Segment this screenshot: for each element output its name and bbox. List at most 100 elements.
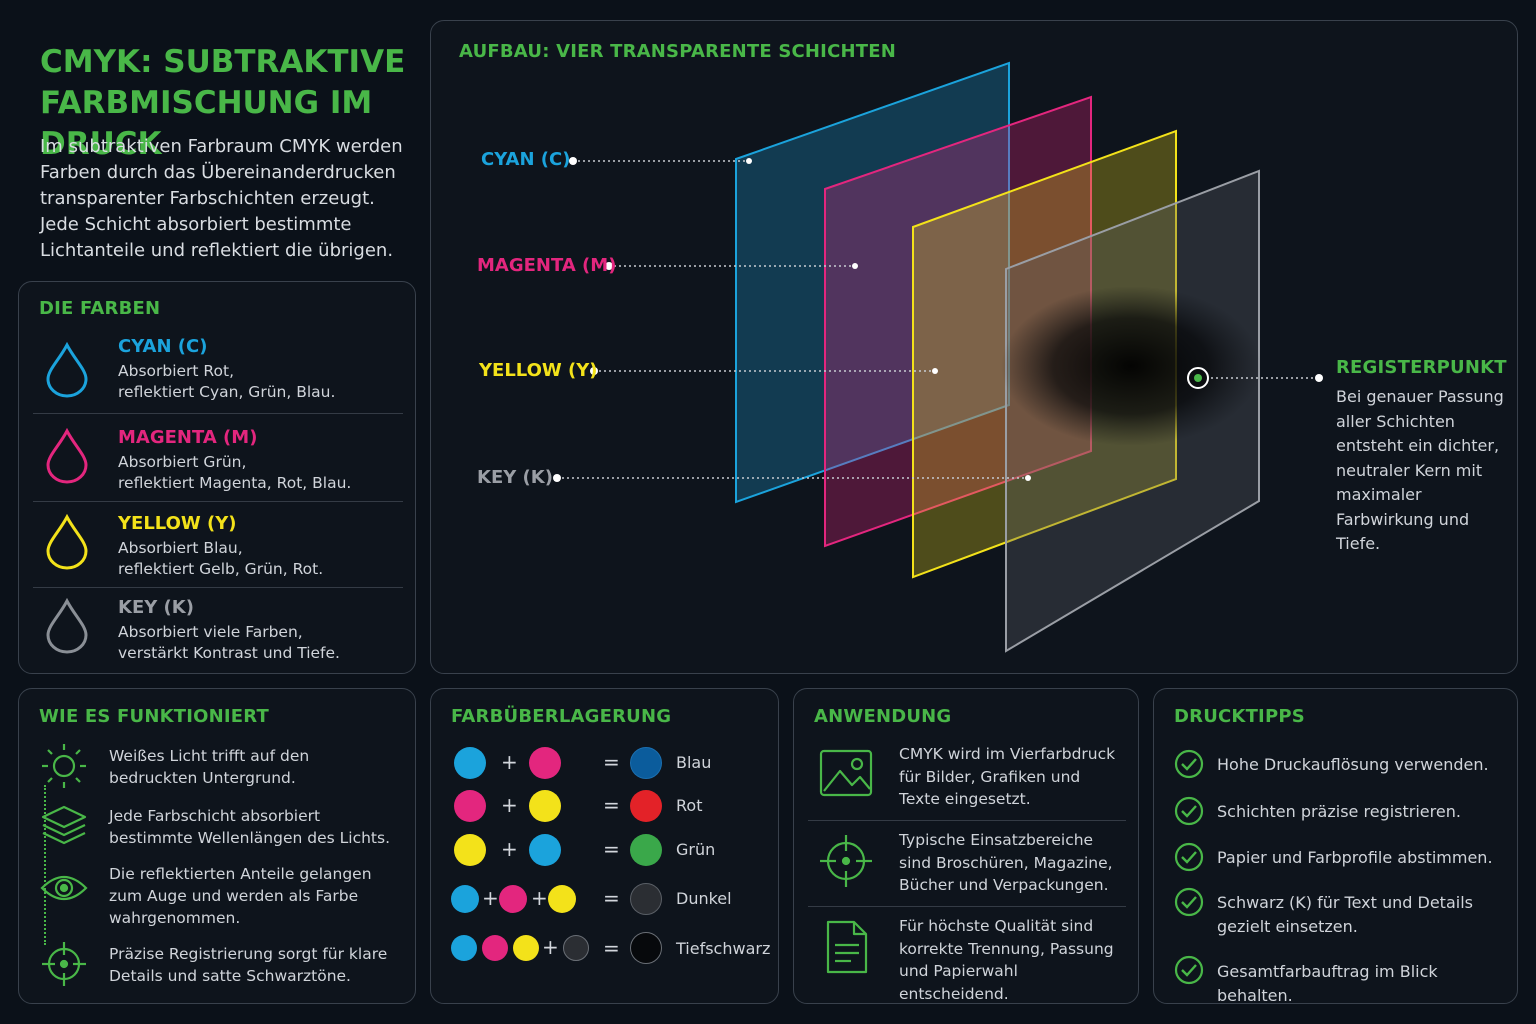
layer-label-cyan: CYAN (C) (481, 149, 571, 170)
dark-core (1001, 286, 1261, 446)
mix-input-dot (563, 935, 589, 961)
how-step: Präzise Registrierung sorgt für klare De… (19, 939, 399, 995)
how-heading: WIE ES FUNKTIONIERT (39, 706, 270, 727)
mix-result-label: Grün (676, 840, 716, 859)
use-item: Für höchste Qualität sind korrekte Trenn… (808, 907, 1126, 1003)
intro-text: Im subtraktiven Farbraum CMYK werden Far… (40, 136, 403, 261)
eye-icon (40, 875, 88, 901)
color-mixing-panel: FARBÜBERLAGERUNG + = Blau + = Rot + = Gr… (430, 688, 779, 1004)
mix-plus: + (542, 935, 559, 959)
mix-result-label: Dunkel (676, 889, 732, 908)
mix-plus: + (501, 750, 518, 774)
mix-input-dot (529, 747, 561, 779)
how-step-text: Präzise Registrierung sorgt für klare De… (109, 945, 388, 985)
mix-result-label: Blau (676, 753, 712, 772)
register-title: REGISTERPUNKT (1336, 357, 1507, 378)
how-step-text: Jede Farbschicht absorbiert bestimmte We… (109, 807, 390, 847)
check-circle-icon (1174, 842, 1204, 872)
drop-icon (46, 514, 88, 570)
mix-equals: = (603, 886, 620, 910)
layers-diagram-panel: AUFBAU: VIER TRANSPARENTE SCHICHTEN (430, 20, 1518, 674)
mix-input-dot (529, 834, 561, 866)
layer-label-key: KEY (K) (477, 467, 553, 488)
colors-heading: DIE FARBEN (39, 298, 161, 319)
check-circle-icon (1174, 796, 1204, 826)
drop-icon (46, 428, 88, 484)
print-tips-panel: DRUCKTIPPS Hohe Druckauflösung verwenden… (1153, 688, 1518, 1005)
mix-result-dot (630, 834, 662, 866)
how-step-text: Weißes Licht trifft auf den bedruckten U… (109, 747, 310, 787)
mix-input-dot (513, 935, 539, 961)
color-name: MAGENTA (M) (118, 427, 258, 448)
check-circle-icon (1174, 955, 1204, 985)
use-item-text: Für höchste Qualität sind korrekte Trenn… (899, 917, 1114, 1003)
mix-input-dot (454, 834, 486, 866)
image-icon (819, 749, 873, 797)
color-name: CYAN (C) (118, 336, 208, 357)
mix-result-label: Tiefschwarz (676, 939, 771, 958)
application-panel: ANWENDUNG CMYK wird im Vierfarbdruck für… (793, 688, 1139, 1004)
mix-input-dot (482, 935, 508, 961)
use-item-text: CMYK wird im Vierfarbdruck für Bilder, G… (899, 745, 1116, 808)
leader-lines (557, 160, 1319, 479)
register-text: Bei genauer Passung aller Schichten ents… (1336, 387, 1504, 553)
mix-plus: + (501, 793, 518, 817)
color-name: KEY (K) (118, 597, 194, 618)
mix-input-dot (529, 790, 561, 822)
mix-heading: FARBÜBERLAGERUNG (451, 706, 672, 727)
how-connector-line (44, 785, 46, 945)
tip-text: Hohe Druckauflösung verwenden. (1217, 755, 1489, 774)
color-item-key: KEY (K) Absorbiert viele Farben,verstärk… (33, 588, 403, 672)
mix-plus: + (501, 837, 518, 861)
target-icon (820, 835, 872, 887)
colors-panel: DIE FARBEN CYAN (C) Absorbiert Rot,refle… (18, 281, 416, 674)
layers-diagram (553, 61, 1323, 653)
use-item-text: Typische Einsatzbereiche sind Broschüren… (899, 831, 1113, 894)
tip-text: Gesamtfarbauftrag im Blick behalten. (1217, 962, 1438, 1005)
mix-plus: + (482, 886, 499, 910)
how-step-text: Die reflektierten Anteile gelangen zum A… (109, 865, 372, 927)
tip-text: Papier und Farbprofile abstimmen. (1217, 848, 1493, 867)
use-heading: ANWENDUNG (814, 706, 952, 727)
drop-icon (46, 598, 88, 654)
mix-result-dot (630, 747, 662, 779)
mix-input-dot (548, 885, 576, 913)
mix-equals: = (603, 837, 620, 861)
tips-heading: DRUCKTIPPS (1174, 706, 1305, 727)
layers-icon (41, 805, 87, 845)
mix-result-dot (630, 883, 662, 915)
color-name: YELLOW (Y) (118, 513, 237, 534)
mix-input-dot (451, 885, 479, 913)
register-point-icon (1187, 367, 1209, 389)
layer-magenta (824, 95, 1092, 548)
mix-plus: + (531, 886, 548, 910)
how-it-works-panel: WIE ES FUNKTIONIERT Weißes Licht trifft … (18, 688, 416, 1004)
color-item-yellow: YELLOW (Y) Absorbiert Blau,reflektiert G… (33, 502, 403, 588)
check-circle-icon (1174, 887, 1204, 917)
mix-result-dot (630, 932, 662, 964)
how-step: Jede Farbschicht absorbiert bestimmte We… (19, 801, 399, 857)
mix-input-dot (451, 935, 477, 961)
main-title: CMYK: SUBTRAKTIVE FARBMISCHUNG IM DRUCK (40, 44, 406, 162)
mix-input-dot (454, 747, 486, 779)
how-step: Die reflektierten Anteile gelangen zum A… (19, 861, 399, 931)
color-desc: Absorbiert Grün,reflektiert Magenta, Rot… (118, 453, 352, 492)
mix-equals: = (603, 750, 620, 774)
color-desc: Absorbiert Rot,reflektiert Cyan, Grün, B… (118, 362, 336, 401)
drop-icon (46, 342, 88, 398)
check-circle-icon (1174, 749, 1204, 779)
color-item-magenta: MAGENTA (M) Absorbiert Grün,reflektiert … (33, 414, 403, 502)
document-icon (826, 920, 868, 974)
mix-input-dot (499, 885, 527, 913)
use-item: CMYK wird im Vierfarbdruck für Bilder, G… (808, 739, 1126, 821)
layer-label-yellow: YELLOW (Y) (479, 360, 598, 381)
mix-equals: = (603, 793, 620, 817)
tip-text: Schichten präzise registrieren. (1217, 802, 1461, 821)
tip-text: Schwarz (K) für Text und Details gezielt… (1217, 893, 1473, 936)
mix-result-dot (630, 790, 662, 822)
color-item-cyan: CYAN (C) Absorbiert Rot,reflektiert Cyan… (33, 332, 403, 414)
color-desc: Absorbiert Blau,reflektiert Gelb, Grün, … (118, 539, 324, 578)
intro-section: CMYK: SUBTRAKTIVE FARBMISCHUNG IM DRUCK … (18, 18, 430, 280)
layer-cyan (735, 61, 1010, 504)
diagram-heading: AUFBAU: VIER TRANSPARENTE SCHICHTEN (459, 41, 896, 62)
